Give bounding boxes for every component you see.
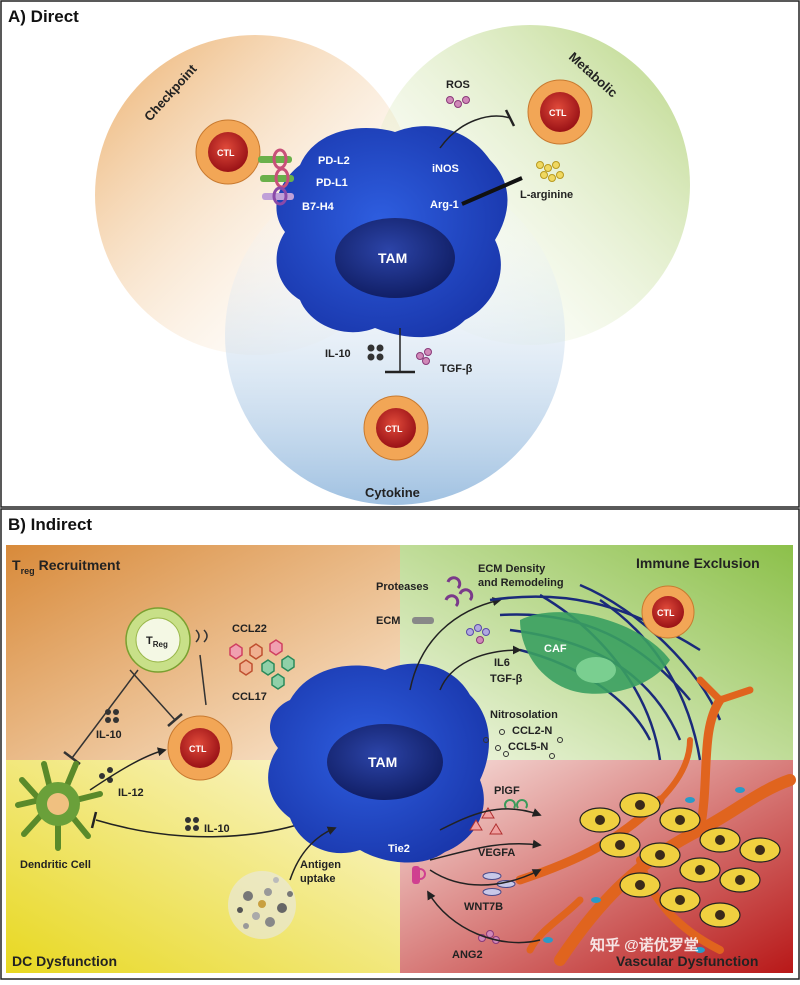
dc-dysfunction-label: DC Dysfunction	[12, 953, 117, 969]
tam-label-b: TAM	[368, 754, 397, 770]
caf-cell	[520, 612, 670, 694]
ctl-cytokine: CTL	[363, 395, 429, 461]
watermark-text: 知乎 @诺优罗堂	[590, 936, 699, 954]
ccl17-molecules	[261, 655, 295, 690]
treg-ctl-inhibit-line	[129, 669, 176, 721]
il10-label-b2: IL-10	[204, 823, 230, 835]
ctl-checkpoint: CTL	[195, 119, 261, 185]
arg1-label: Arg-1	[430, 199, 459, 211]
ccl22-molecules	[229, 639, 283, 676]
ecm-label: ECM	[376, 615, 400, 627]
ctl-label: CTL	[549, 108, 567, 118]
treg-cell: TReg	[125, 607, 191, 673]
treg-label: TReg	[146, 635, 168, 649]
ecm-arrow	[409, 597, 502, 691]
pigf-molecules	[504, 799, 528, 809]
tie2-receptor-icon	[412, 866, 426, 884]
treg-dc-inhibit-line	[71, 669, 139, 759]
larginine-label: L-arginine	[520, 189, 573, 201]
dendritic-cell	[15, 761, 103, 851]
b7h4-label: B7-H4	[302, 201, 335, 213]
ecm-fragment	[412, 617, 434, 624]
checkpoint-receptors	[258, 148, 294, 206]
tgfb-label-b: TGF-β	[490, 673, 523, 685]
dc-ctl-arrow	[89, 747, 167, 791]
immune-exclusion-label: Immune Exclusion	[636, 555, 760, 571]
ang2-arrow	[427, 890, 541, 944]
ros-molecules	[446, 96, 470, 108]
wnt7b-label: WNT7B	[464, 901, 503, 913]
tam-label-a: TAM	[378, 250, 407, 266]
ctl-label: CTL	[217, 148, 235, 158]
ccl2n-label: CCL2-N	[512, 725, 552, 737]
il12-label: IL-12	[118, 787, 144, 799]
ecm-density-line2: and Remodeling	[478, 577, 564, 589]
il6-arrow	[439, 645, 522, 691]
il6-molecules	[466, 624, 490, 644]
ros-label: ROS	[446, 79, 470, 91]
ctl-label: CTL	[657, 608, 675, 618]
protease-icon	[444, 576, 474, 608]
proteases-label: Proteases	[376, 581, 429, 593]
antigen-uptake-arrow	[289, 826, 337, 881]
tam-dc-inhibit-bar	[90, 811, 98, 829]
antigen-uptake-line1: Antigen	[300, 859, 341, 871]
pigf-label: PlGF	[494, 785, 520, 797]
vegfa-label: VEGFA	[478, 847, 515, 859]
cytokine-label: Cytokine	[365, 485, 420, 500]
larginine-arrow	[461, 176, 523, 206]
vegfa-arrow	[429, 839, 542, 861]
ros-inhibit-line	[439, 115, 511, 149]
vascular-dysfunction-label: Vascular Dysfunction	[616, 953, 758, 969]
panel-a-title: A) Direct	[8, 7, 79, 26]
il10-molecules-a	[367, 344, 384, 361]
tie2-label: Tie2	[388, 843, 410, 855]
ros-inhibit-bar	[504, 109, 516, 127]
treg-ctl-inhibit-bar	[167, 713, 183, 727]
pdl2-label: PD-L2	[318, 155, 350, 167]
il10-molecules-b2	[185, 817, 199, 831]
ccl22-label: CCL22	[232, 623, 267, 635]
panel-b-title: B) Indirect	[8, 515, 92, 534]
ecm-density-line1: ECM Density	[478, 563, 546, 575]
il10-molecules-b1	[105, 709, 119, 723]
inos-label: iNOS	[432, 163, 459, 175]
tgfb-molecules-a	[416, 348, 432, 365]
endothelial-markers	[543, 787, 745, 953]
ccl17-label: CCL17	[232, 691, 267, 703]
treg-inhibit-line	[199, 654, 207, 706]
ctl-metabolic: CTL	[527, 79, 593, 145]
ctl-indirect: CTL	[167, 715, 233, 781]
tgfb-label-a: TGF-β	[440, 363, 473, 375]
nitrosolation-label: Nitrosolation	[490, 709, 558, 721]
ctl-label: CTL	[189, 744, 207, 754]
chemokine-receptor-icon	[195, 629, 208, 643]
dendritic-cell-label: Dendritic Cell	[20, 859, 91, 871]
ang2-label: ANG2	[452, 949, 483, 961]
ccl5n-label: CCL5-N	[508, 741, 548, 753]
nitrosolation-molecules	[483, 729, 563, 759]
tam-nucleus-a	[335, 218, 455, 298]
larginine-molecules	[536, 161, 564, 182]
ctl-exclusion: CTL	[641, 585, 695, 639]
antigen-uptake-line2: uptake	[300, 873, 335, 885]
il10-label-b1: IL-10	[96, 729, 122, 741]
ctl-label: CTL	[385, 424, 403, 434]
wnt7b-arrow	[429, 869, 542, 886]
vegfa-molecules	[469, 807, 503, 835]
tam-nucleus-b	[327, 724, 443, 800]
caf-label: CAF	[544, 643, 567, 655]
il10-label-a: IL-10	[325, 348, 351, 360]
il6-label: IL6	[494, 657, 510, 669]
pdl1-label: PD-L1	[316, 177, 348, 189]
tumor-nuclei	[595, 800, 765, 920]
pigf-arrow	[439, 808, 542, 831]
antigen-particles	[228, 871, 296, 939]
